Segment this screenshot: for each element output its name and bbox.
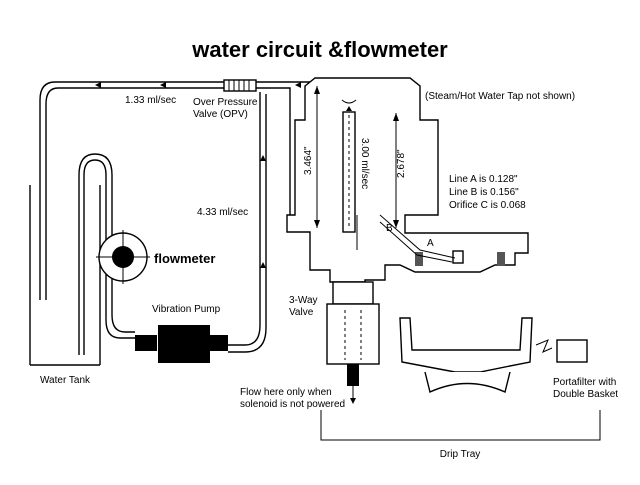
diagram-title: water circuit &flowmeter [191, 37, 448, 62]
spec-line-a: Line A is 0.128" [449, 174, 518, 185]
drip-tray [320, 410, 601, 441]
drip-tray-label: Drip Tray [440, 449, 481, 460]
flowmeter-label: flowmeter [154, 251, 215, 266]
inlet-tube [78, 153, 135, 355]
spec-orifice-c: Orifice C is 0.068 [449, 200, 526, 211]
solenoid-note-line1: Flow here only when [240, 387, 332, 398]
valve-label-line2: Valve [289, 307, 314, 318]
opv-label-line2: Valve (OPV) [193, 109, 248, 120]
line-b-label: B [386, 223, 393, 234]
opv-label-line1: Over Pressure [193, 97, 258, 108]
portafilter-label-line2: Double Basket [553, 389, 618, 400]
right-flow-rate: 4.33 ml/sec [197, 207, 248, 218]
outer-dimension: 3.464" [303, 146, 314, 175]
return-tube [39, 81, 225, 300]
steam-tap-note: (Steam/Hot Water Tap not shown) [425, 91, 575, 102]
water-tank-label: Water Tank [40, 375, 91, 386]
supply-tube [228, 81, 310, 353]
vibration-pump [135, 325, 228, 363]
center-tube [341, 99, 357, 233]
valve-label-line1: 3-Way [289, 295, 318, 306]
portafilter [399, 317, 588, 393]
three-way-valve [326, 281, 380, 404]
inner-dimension: 2.678" [396, 149, 407, 178]
center-flow-rate: 3.00 ml/sec [359, 138, 370, 189]
line-a-label: A [427, 238, 434, 249]
pump-label: Vibration Pump [152, 304, 221, 315]
dimension-lines [314, 86, 399, 228]
top-flow-rate: 1.33 ml/sec [125, 95, 176, 106]
portafilter-label-line1: Portafilter with [553, 377, 616, 388]
spec-line-b: Line B is 0.156" [449, 187, 519, 198]
flowmeter-icon [96, 230, 150, 284]
solenoid-note-line2: solenoid is not powered [240, 399, 345, 410]
over-pressure-valve [223, 79, 257, 92]
